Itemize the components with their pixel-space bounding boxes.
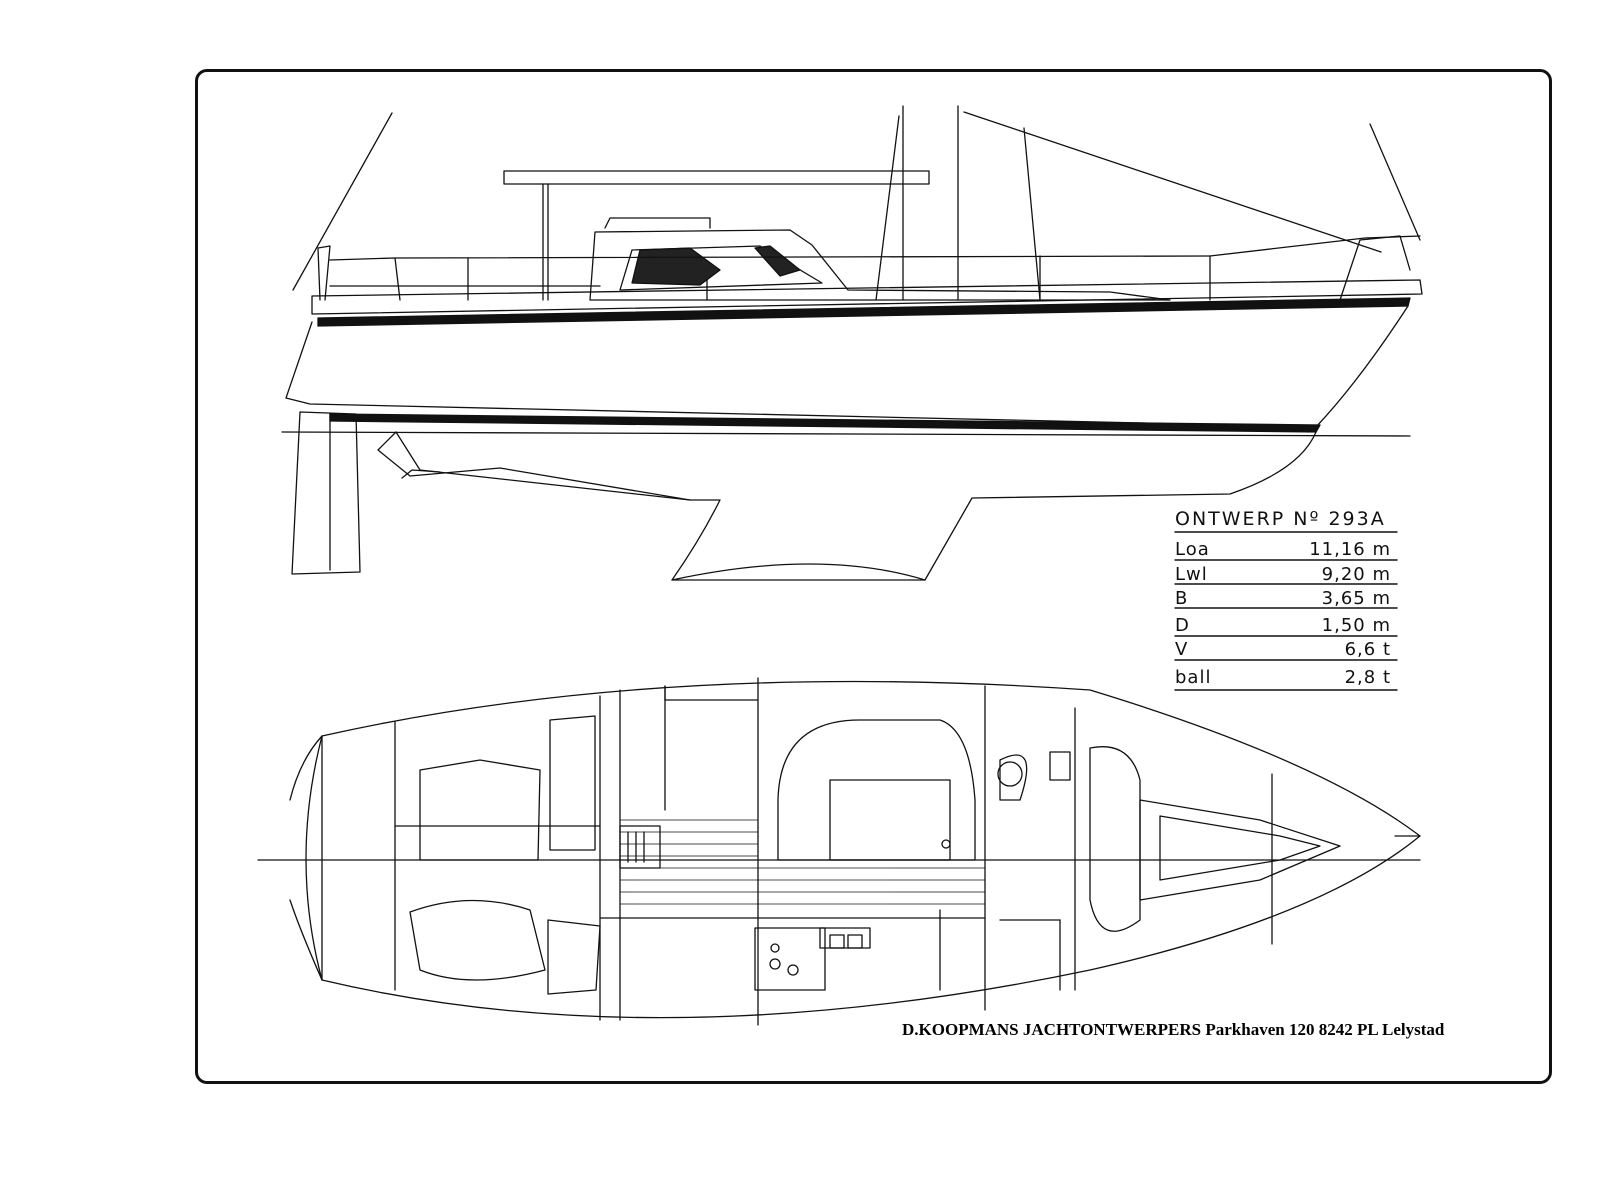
shroud-far — [1369, 123, 1421, 241]
spec-label: B — [1175, 588, 1189, 609]
spec-value: 2,8 t — [1344, 667, 1391, 688]
spec-rules — [1174, 531, 1398, 691]
underbody — [395, 431, 1317, 581]
designer-credit: D.KOOPMANS JACHTONTWERPERS Parkhaven 120… — [902, 1020, 1445, 1039]
spec-label: D — [1175, 615, 1190, 636]
spec-label: ball — [1175, 667, 1212, 688]
spec-value: 1,50 m — [1321, 615, 1391, 636]
shroud-aft — [875, 115, 900, 301]
side-profile — [281, 105, 1423, 581]
hull-side — [285, 305, 1409, 428]
waterline — [281, 431, 1411, 437]
rudder — [291, 411, 361, 575]
spec-value: 11,16 m — [1309, 539, 1391, 560]
spec-row-draft: D 1,50 m — [1175, 612, 1397, 636]
spec-value: 9,20 m — [1321, 564, 1391, 585]
boom — [503, 170, 930, 185]
hull-stripe — [317, 297, 1411, 327]
shroud-fwd — [1023, 127, 1041, 301]
spec-label: Loa — [1175, 539, 1210, 560]
spec-label: Lwl — [1175, 564, 1208, 585]
spec-row-beam: B 3,65 m — [1175, 585, 1397, 609]
hull-outline — [305, 680, 1421, 1019]
floorboards — [619, 819, 986, 905]
skeg — [377, 431, 691, 501]
backstay — [292, 112, 393, 291]
hull-sheer — [311, 279, 1423, 315]
spec-row-lwl: Lwl 9,20 m — [1175, 561, 1397, 585]
spec-row-loa: Loa 11,16 m — [1175, 536, 1397, 560]
forestay — [963, 111, 1382, 253]
spec-label: V — [1175, 639, 1189, 660]
spec-value: 3,65 m — [1321, 588, 1391, 609]
accommodation-plan — [257, 677, 1421, 1026]
spec-row-displacement: V 6,6 t — [1175, 636, 1397, 660]
spec-value: 6,6 t — [1344, 639, 1391, 660]
spec-row-ballast: ball 2,8 t — [1175, 664, 1397, 688]
boot-stripe — [329, 413, 1321, 433]
design-title: ONTWERP Nº 293A — [1175, 508, 1386, 530]
drawing-frame — [195, 69, 1552, 1084]
